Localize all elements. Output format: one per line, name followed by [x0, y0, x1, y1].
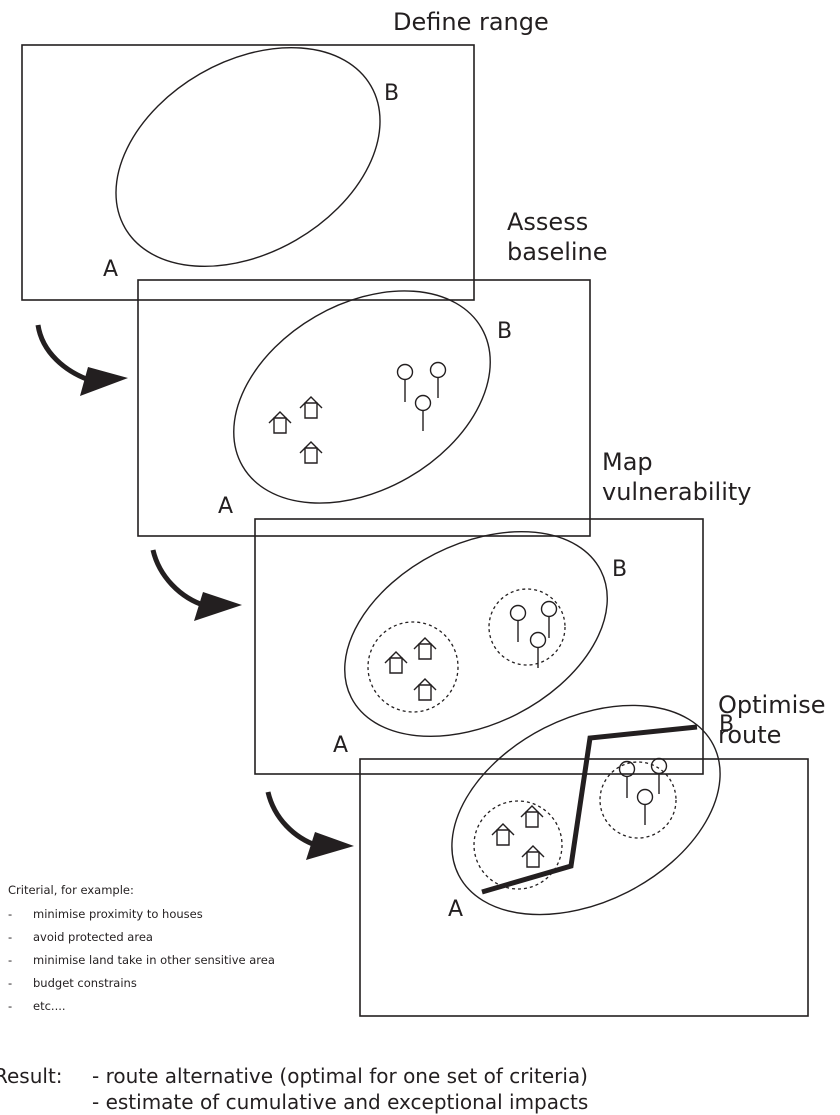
criteria-bullet: - [8, 930, 12, 944]
criteria-item-text: etc.... [33, 999, 66, 1013]
house-icon [299, 441, 323, 464]
range-ellipse [115, 46, 381, 268]
step-frame [21, 44, 475, 301]
criteria-item: - minimise land take in other sensitive … [8, 953, 275, 967]
step-title-line: route [718, 721, 781, 749]
criteria-heading: Criterial, for example: [8, 883, 134, 897]
endpoint-label-a: A [218, 494, 233, 519]
result-label: Result: [0, 1064, 63, 1088]
criteria-item: - etc.... [8, 999, 66, 1013]
criteria-list: Criterial, for example: - minimise proxi… [8, 883, 275, 1013]
step-title-line: Optimise [718, 691, 826, 719]
step-title-line: Define range [393, 8, 549, 36]
criteria-item: - budget constrains [8, 976, 137, 990]
optimal-route-line [481, 724, 698, 895]
house-icon [299, 396, 323, 419]
criteria-item-text: minimise land take in other sensitive ar… [33, 953, 275, 967]
vulnerability-zone-houses [473, 800, 563, 890]
criteria-bullet: - [8, 953, 12, 967]
step-title-map-vulnerability: Map vulnerability [602, 448, 751, 506]
step-title-line: Assess [507, 208, 588, 236]
tree-icon [636, 788, 654, 825]
tree-icon [429, 361, 447, 398]
criteria-item: - avoid protected area [8, 930, 153, 944]
endpoint-label-a: A [333, 733, 348, 758]
criteria-bullet: - [8, 976, 12, 990]
step-optimise-route: Optimise route B A [359, 691, 833, 1017]
tree-icon [540, 600, 558, 638]
step-assess-baseline: Assess baseline B A [137, 208, 608, 537]
house-icon [413, 637, 437, 660]
endpoint-label-a: A [103, 257, 118, 282]
criteria-bullet: - [8, 999, 12, 1013]
step-define-range: Define range B A [21, 8, 549, 301]
step-title-optimise-route: Optimise route [718, 691, 833, 749]
step-title-line: baseline [507, 238, 608, 266]
endpoint-label-b: B [719, 712, 734, 737]
step-map-vulnerability: Map vulnerability B A [254, 448, 751, 775]
tree-icon [650, 757, 668, 794]
tree-icon [396, 363, 414, 402]
vulnerability-zone-trees [488, 588, 566, 666]
curved-arrow-icon [265, 791, 354, 860]
house-icon [413, 678, 437, 701]
criteria-item-text: minimise proximity to houses [33, 907, 203, 921]
step-frame [254, 518, 704, 775]
tree-icon [618, 760, 636, 798]
step-title-line: vulnerability [602, 478, 751, 506]
curved-arrow-icon [35, 324, 128, 396]
step-frame [137, 279, 591, 537]
house-icon [521, 845, 545, 868]
range-ellipse [233, 290, 491, 504]
result-line: - route alternative (optimal for one set… [92, 1064, 588, 1088]
criteria-item-text: budget constrains [33, 976, 137, 990]
result-block: Result: - route alternative (optimal for… [0, 1064, 588, 1114]
endpoint-label-b: B [384, 81, 399, 106]
tree-icon [414, 394, 432, 431]
tree-icon [509, 604, 527, 642]
tree-icon [529, 631, 547, 668]
endpoint-label-b: B [497, 319, 512, 344]
house-icon [520, 805, 544, 828]
house-icon [491, 823, 515, 846]
endpoint-label-a: A [448, 897, 463, 922]
criteria-bullet: - [8, 907, 12, 921]
range-ellipse [451, 704, 721, 916]
criteria-item-text: avoid protected area [33, 930, 153, 944]
result-line: - estimate of cumulative and exceptional… [92, 1090, 588, 1114]
house-icon [268, 411, 292, 434]
step-title-assess-baseline: Assess baseline [507, 208, 608, 266]
range-ellipse [344, 530, 608, 738]
endpoint-label-b: B [612, 557, 627, 582]
step-title-define-range: Define range [393, 8, 549, 36]
step-frame [359, 758, 809, 1017]
vulnerability-zone-houses [367, 621, 459, 713]
house-icon [384, 651, 408, 674]
curved-arrow-icon [150, 549, 242, 621]
criteria-item: - minimise proximity to houses [8, 907, 203, 921]
step-title-line: Map [602, 448, 653, 476]
vulnerability-zone-trees [599, 761, 677, 839]
